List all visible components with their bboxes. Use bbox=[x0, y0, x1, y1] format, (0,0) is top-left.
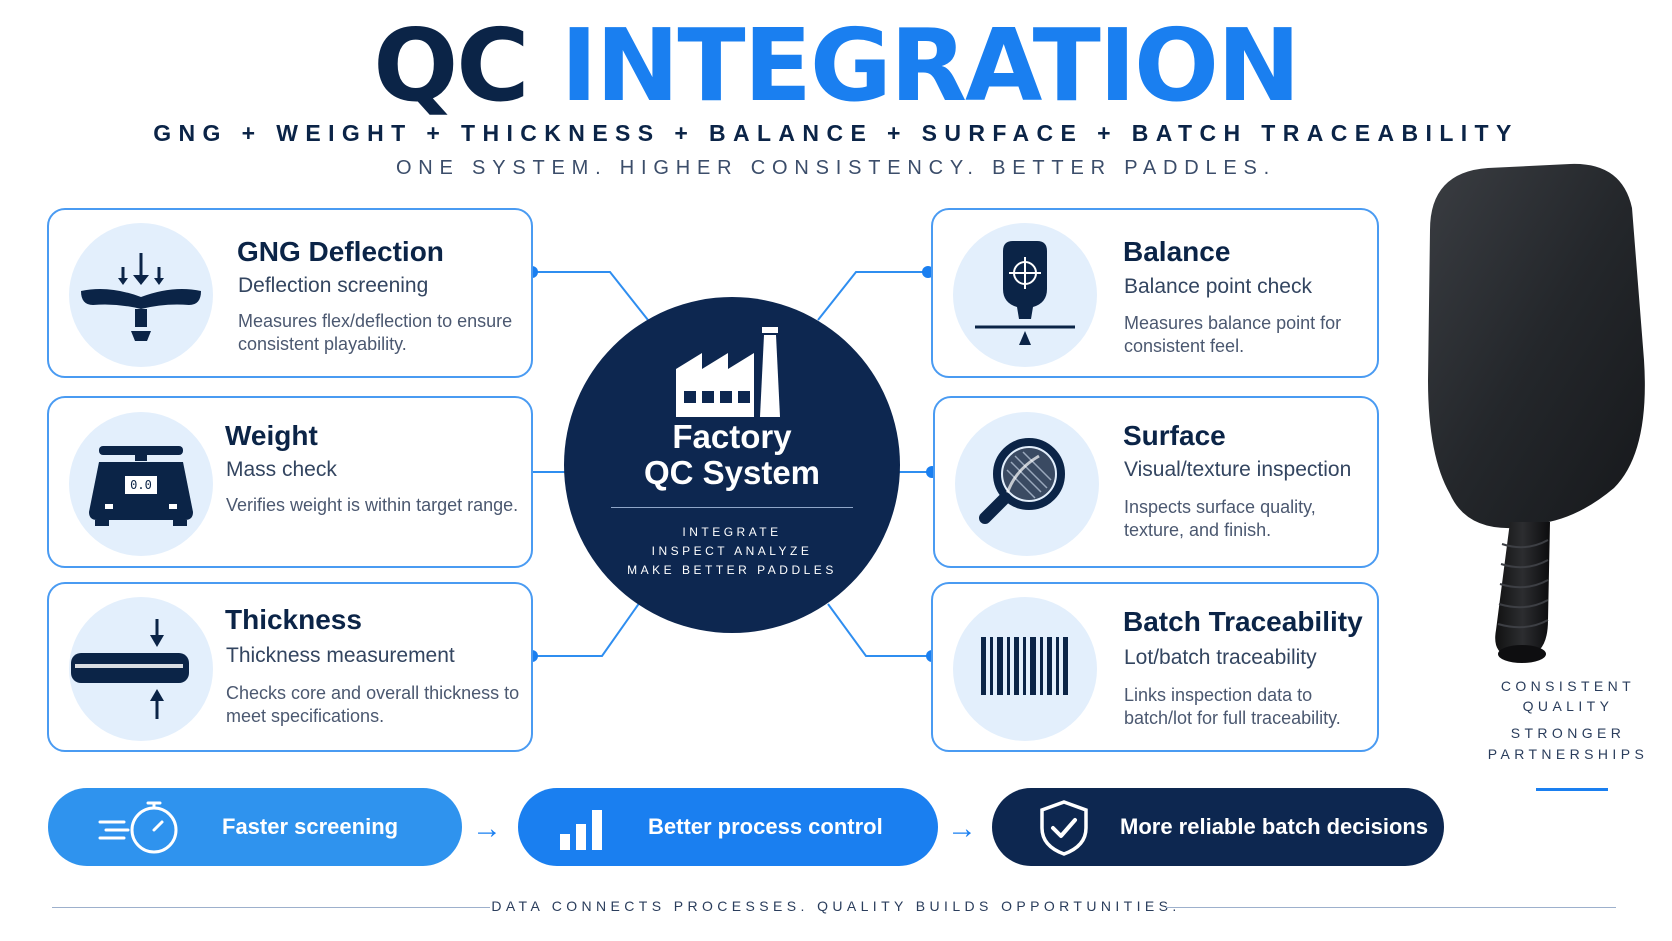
thickness-icon bbox=[69, 597, 213, 741]
footer-rule-left bbox=[52, 907, 490, 908]
card-subtitle: Deflection screening bbox=[238, 274, 429, 297]
card-title: Surface bbox=[1123, 420, 1226, 451]
hub-title-line1: Factory bbox=[672, 418, 792, 455]
deflection-icon bbox=[69, 223, 213, 367]
benefit-label: Faster screening bbox=[222, 814, 399, 839]
card-description: Links inspection data to batch/lot for f… bbox=[1124, 685, 1341, 728]
hub-word: INSPECT ANALYZE bbox=[651, 544, 813, 558]
card-subtitle: Lot/batch traceability bbox=[1124, 646, 1317, 669]
scale-display: 0.0 bbox=[130, 478, 152, 492]
hub-title: Factory QC System bbox=[564, 419, 900, 491]
footer-text: DATA CONNECTS PROCESSES. QUALITY BUILDS … bbox=[491, 898, 1181, 914]
card-subtitle: Balance point check bbox=[1124, 275, 1312, 298]
card-subtitle: Mass check bbox=[226, 458, 337, 481]
side-text: STRONGER bbox=[1510, 725, 1626, 741]
page-title: QC INTEGRATION bbox=[0, 6, 1672, 126]
card-description: Inspects surface quality, texture, and f… bbox=[1124, 497, 1316, 540]
factory-qc-hub: Factory QC System INTEGRATE INSPECT ANAL… bbox=[564, 297, 900, 633]
page-tagline: ONE SYSTEM. HIGHER CONSISTENCY. BETTER P… bbox=[395, 157, 1277, 179]
scale-icon: 0.0 bbox=[69, 412, 213, 556]
hub-divider bbox=[611, 507, 853, 508]
arrow-right-icon: → bbox=[947, 812, 977, 845]
card-description: Verifies weight is within target range. bbox=[226, 495, 519, 515]
page-subtitle: GNG + WEIGHT + THICKNESS + BALANCE + SUR… bbox=[153, 120, 1519, 146]
stopwatch-icon bbox=[98, 801, 178, 854]
card-title: GNG Deflection bbox=[237, 236, 444, 267]
card-title: Batch Traceability bbox=[1123, 606, 1363, 637]
card-title: Weight bbox=[225, 420, 318, 451]
shield-check-icon bbox=[1040, 800, 1088, 856]
card-weight: 0.0 Weight Mass check Verifies weight is… bbox=[47, 396, 533, 568]
card-subtitle: Visual/texture inspection bbox=[1124, 458, 1352, 481]
benefit-pill-faster-screening: Faster screening bbox=[48, 788, 462, 866]
benefit-label: More reliable batch decisions bbox=[1120, 814, 1429, 839]
magnifier-icon bbox=[955, 412, 1099, 556]
card-description: Checks core and overall thickness to mee… bbox=[226, 683, 520, 726]
card-description: Measures flex/deflection to ensure consi… bbox=[238, 311, 513, 354]
arrow-right-icon: → bbox=[472, 812, 502, 845]
footer-rule-right bbox=[1166, 907, 1616, 908]
balance-icon bbox=[953, 223, 1097, 367]
benefit-label: Better process control bbox=[648, 814, 883, 839]
hub-word: MAKE BETTER PADDLES bbox=[627, 563, 837, 577]
benefit-pill-process-control: Better process control bbox=[518, 788, 938, 866]
card-description: Measures balance point for consistent fe… bbox=[1124, 313, 1342, 356]
bar-chart-icon bbox=[560, 810, 602, 850]
factory-icon bbox=[676, 327, 780, 417]
card-batch-traceability: Batch Traceability Lot/batch traceabilit… bbox=[931, 582, 1379, 752]
benefit-pill-batch-decisions: More reliable batch decisions bbox=[992, 788, 1444, 866]
card-subtitle: Thickness measurement bbox=[226, 644, 455, 667]
title-part-integration: INTEGRATION bbox=[560, 7, 1300, 124]
paddle-image bbox=[1428, 163, 1645, 663]
card-surface: Surface Visual/texture inspection Inspec… bbox=[933, 396, 1379, 568]
hub-word: INTEGRATE bbox=[682, 525, 782, 539]
card-thickness: Thickness Thickness measurement Checks c… bbox=[47, 582, 533, 752]
title-part-qc: QC bbox=[373, 7, 529, 124]
card-title: Balance bbox=[1123, 236, 1231, 267]
side-text: CONSISTENT bbox=[1500, 678, 1636, 694]
barcode-icon bbox=[953, 597, 1097, 741]
side-text: PARTNERSHIPS bbox=[1487, 746, 1649, 762]
card-title: Thickness bbox=[225, 604, 362, 635]
hub-title-line2: QC System bbox=[643, 454, 821, 491]
card-gng-deflection: GNG Deflection Deflection screening Meas… bbox=[47, 208, 533, 378]
card-balance: Balance Balance point check Measures bal… bbox=[931, 208, 1379, 378]
side-text: QUALITY bbox=[1522, 698, 1614, 714]
side-accent-line bbox=[1536, 788, 1608, 791]
